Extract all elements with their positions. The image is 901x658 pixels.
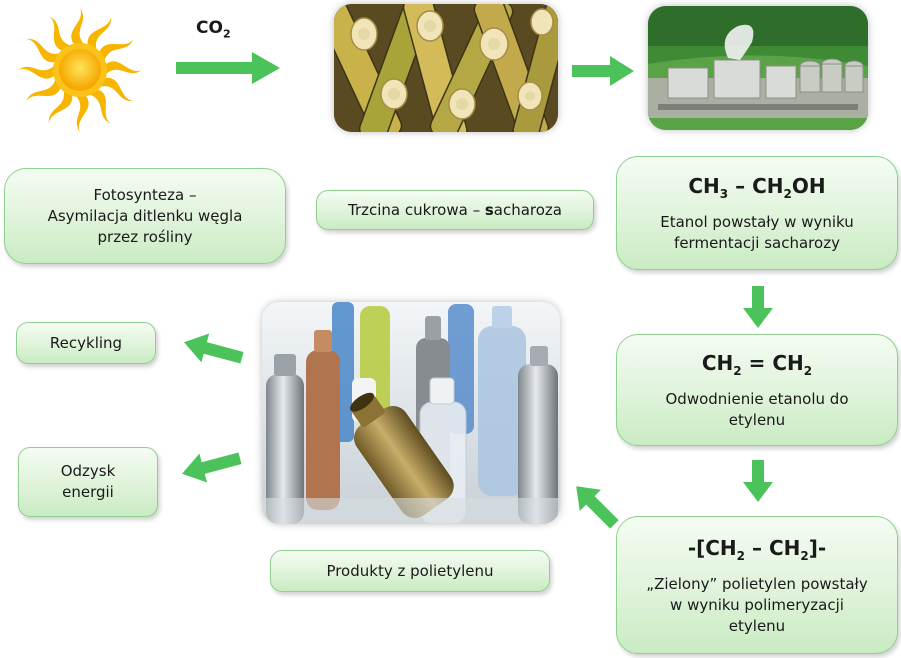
co2-subscript: 2 [222,27,231,41]
recycling-label: Recykling [49,333,123,352]
ethylene-formula: CH2 = CH2 [702,349,812,385]
sugarcane-label-post: acharoza [493,200,562,219]
photosynthesis-line2: Asymilacja ditlenku węgla [47,206,243,225]
ethanol-plant-photo [648,6,868,130]
ethylene-box: CH2 = CH2 Odwodnienie etanolu do etylenu [616,334,898,446]
photosynthesis-line1: Fotosynteza – [93,185,197,204]
ethanol-line2: fermentacji sacharozy [674,234,840,252]
arrow-right-icon [572,56,634,86]
recycling-box: Recykling [16,322,156,364]
ethylene-formula-sub: 2 [733,364,742,378]
co2-text: CO [196,18,223,38]
ethanol-formula-sub: 2 [783,187,792,201]
ethanol-line1: Etanol powstały w wyniku [660,213,854,231]
photosynthesis-box: Fotosynteza – Asymilacja ditlenku węgla … [4,168,286,264]
polyethylene-line1: „Zielony” polietylen powstały [646,574,868,593]
polyethylene-line3: etylenu [728,616,786,635]
energy-line2: energii [62,483,114,501]
ethylene-formula-sub: 2 [803,364,813,378]
sugarcane-box: Trzcina cukrowa – sacharoza [316,190,594,230]
arrow-left-icon [182,452,242,483]
polyethylene-formula-part: – CH [745,535,801,560]
ethanol-formula-part: – CH [728,174,784,198]
ethanol-formula-part: CH [688,174,720,198]
ethylene-formula-part: CH [701,351,734,375]
ethylene-formula-part: = CH [741,351,804,375]
polyethylene-formula-sub: 2 [736,548,746,563]
arrow-down-icon [743,460,773,502]
polyethylene-box: -[CH2 – CH2]- „Zielony” polietylen powst… [616,516,898,654]
energy-recovery-box: Odzysk energii [18,447,158,517]
polyethylene-formula-part: -[CH [687,535,737,560]
arrow-left-icon [184,333,244,364]
energy-line1: Odzysk [60,462,116,480]
polyethylene-formula-part: ]- [808,535,827,560]
arrow-down-icon [743,286,773,328]
sugarcane-photo [334,4,558,132]
photosynthesis-line3: przez rośliny [97,227,193,246]
ethylene-line1: Odwodnienie etanolu do [665,390,849,408]
polyethylene-line2: w wyniku polimeryzacji [670,595,844,614]
products-box: Produkty z polietylenu [270,550,550,592]
sugarcane-label: Trzcina cukrowa – sacharoza [348,200,562,221]
ethanol-box: CH3 – CH2OH Etanol powstały w wyniku fer… [616,156,898,270]
sugarcane-label-bold: s [484,200,494,219]
ethanol-formula-part: OH [791,174,826,198]
arrow-right-icon [176,52,280,84]
ethylene-line2: etylenu [728,411,786,429]
sun-icon [18,8,142,132]
co2-label: CO2 [196,18,231,40]
arrow-up-left-icon [576,486,619,529]
products-label: Produkty z polietylenu [326,561,494,580]
polyethylene-bottles-photo [262,302,560,524]
ethanol-formula-sub: 3 [719,187,729,201]
polyethylene-formula: -[CH2 – CH2]- [688,534,826,570]
polyethylene-formula-sub: 2 [800,548,809,563]
sugarcane-label-pre: Trzcina cukrowa – [348,200,485,219]
ethanol-formula: CH3 – CH2OH [688,172,825,208]
